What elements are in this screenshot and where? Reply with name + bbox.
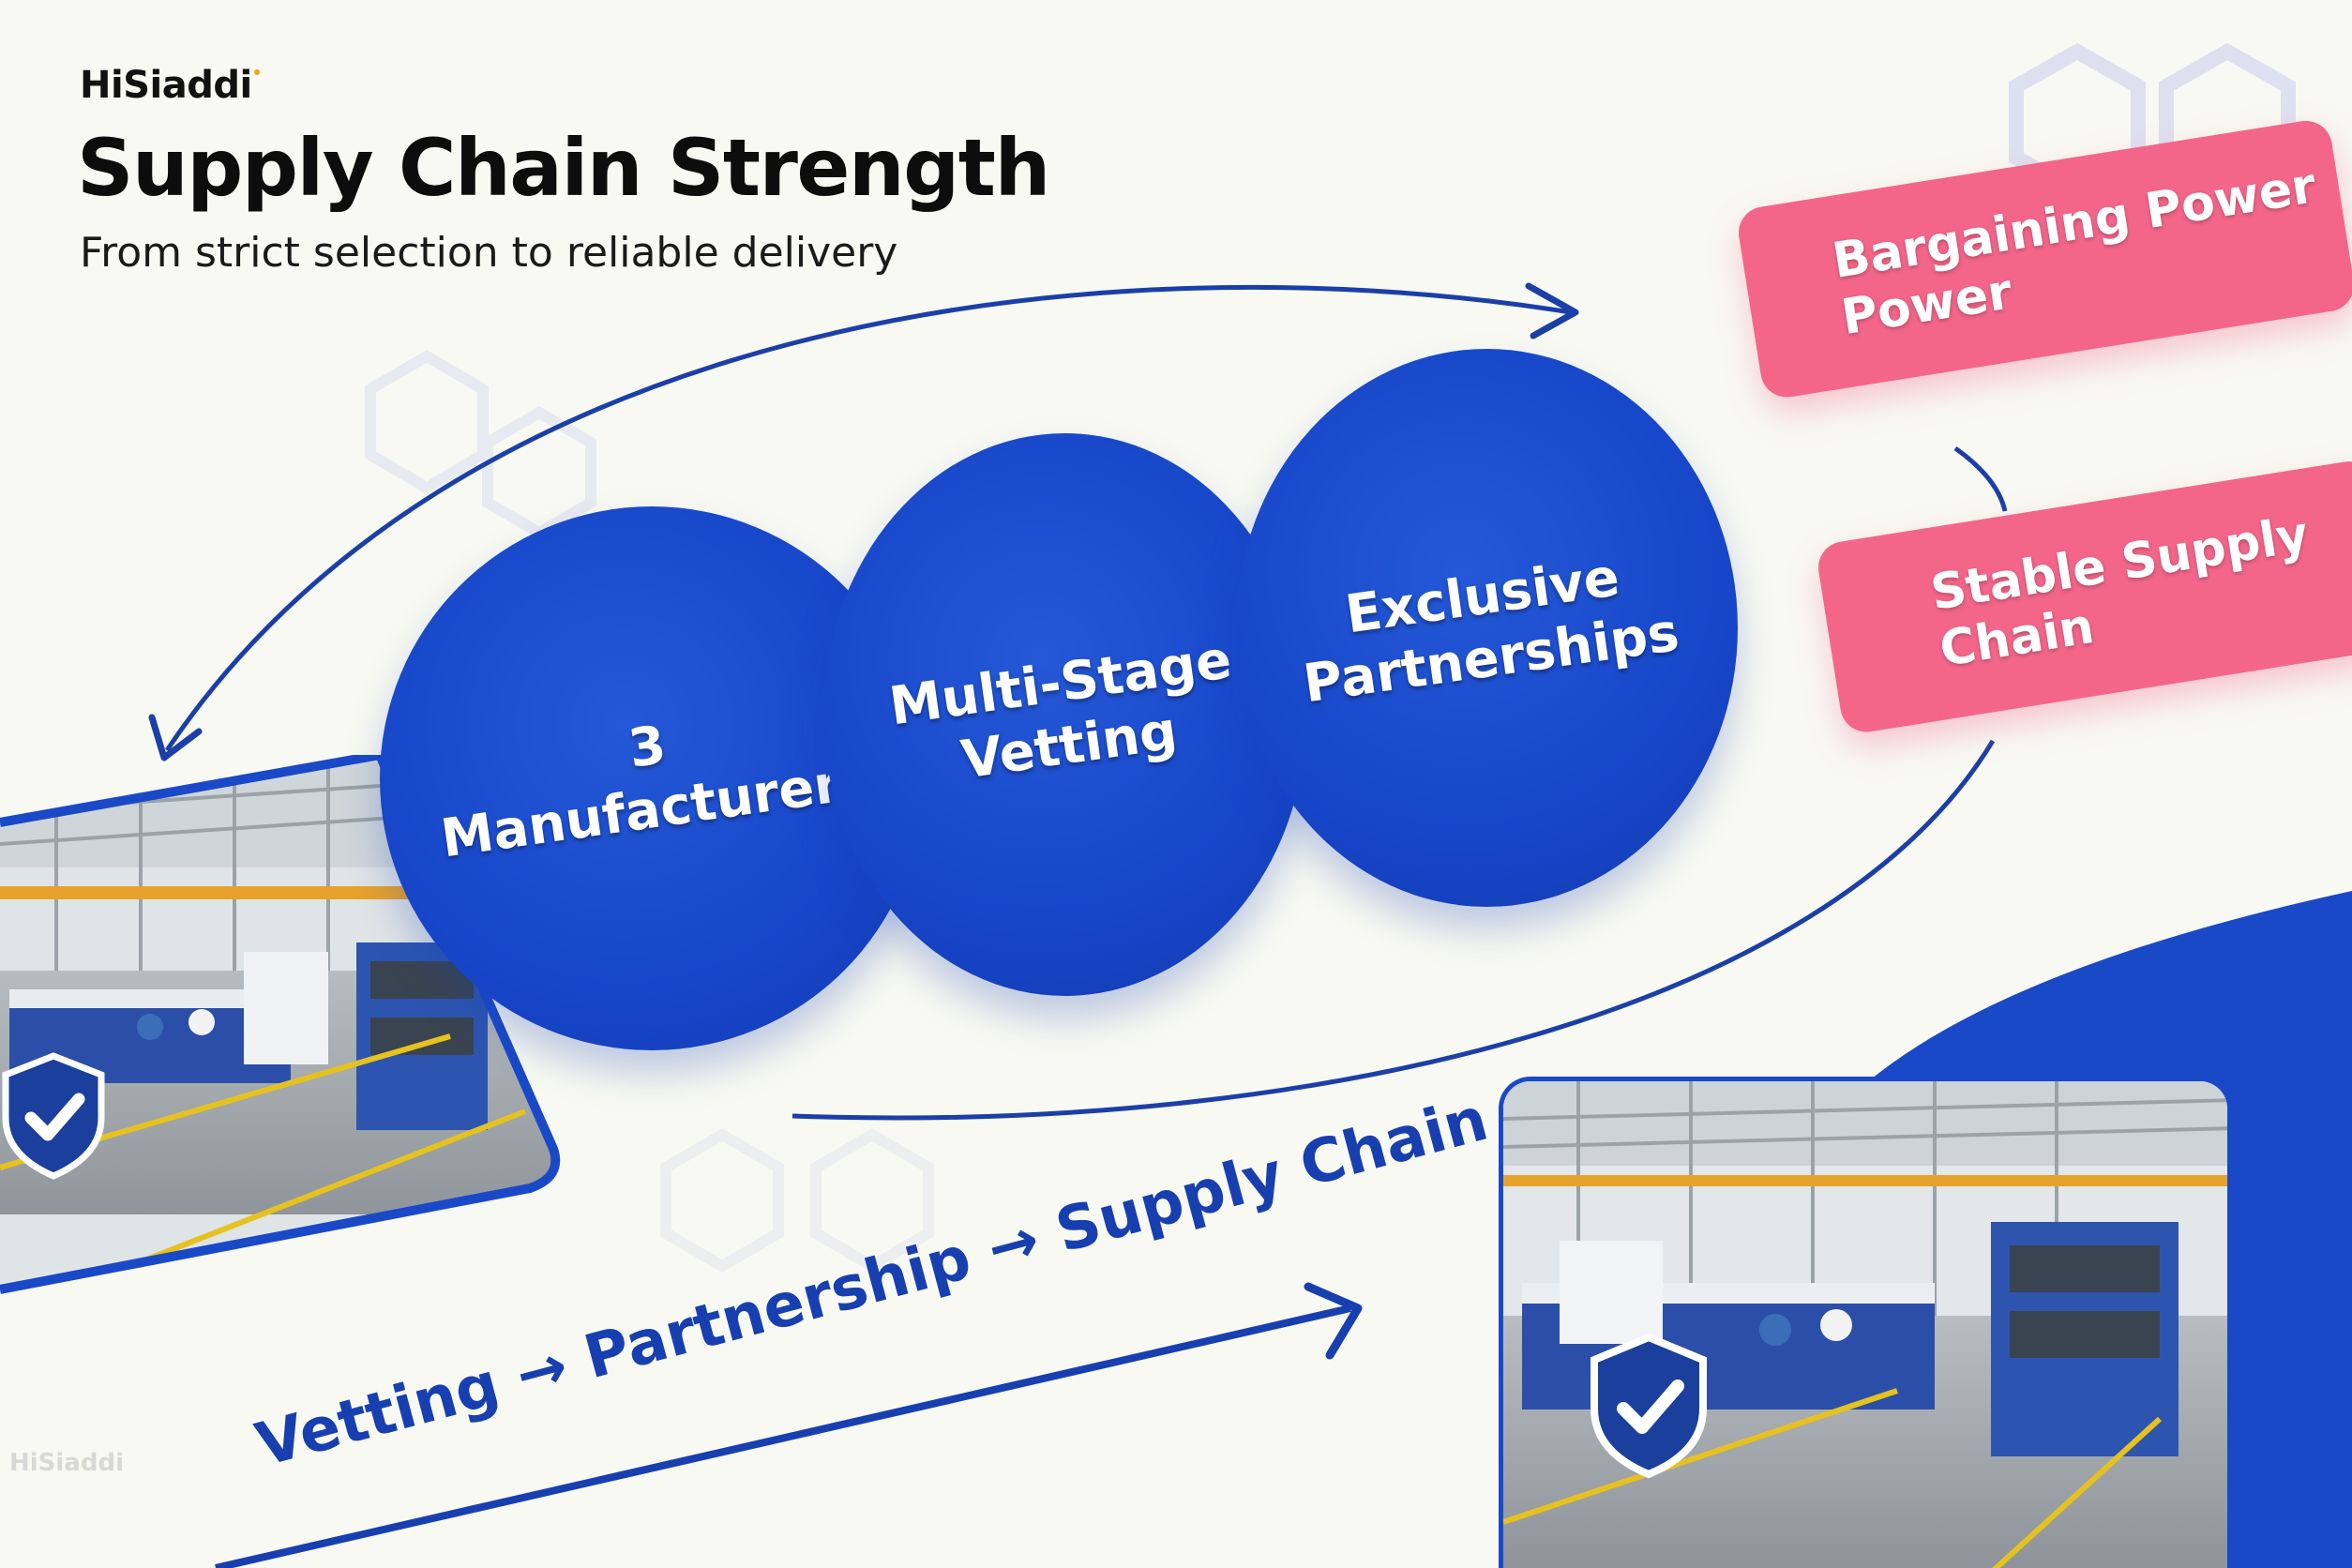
hexagon-logo-icon <box>660 1128 934 1273</box>
brand-name: HiSiaddi <box>80 64 260 107</box>
factory-photo-right <box>1499 1077 2232 1568</box>
partnerships-circle: Exclusive Partnerships <box>1236 349 1738 907</box>
vetting-circle: Multi-Stage Vetting <box>823 433 1306 996</box>
shield-check-icon <box>1591 1333 1707 1479</box>
page-subtitle: From strict selection to reliable delive… <box>80 229 898 277</box>
flow-arrow: → <box>980 1204 1048 1286</box>
flow-arrow: → <box>508 1331 576 1411</box>
page-title: Supply Chain Strength <box>77 122 1050 214</box>
arrow-icon <box>1525 282 1579 339</box>
arrow-icon <box>148 714 203 761</box>
arrow-icon <box>1304 1282 1363 1360</box>
watermark-text: HiSiaddi <box>9 1449 124 1477</box>
shield-check-icon <box>2 1052 105 1180</box>
